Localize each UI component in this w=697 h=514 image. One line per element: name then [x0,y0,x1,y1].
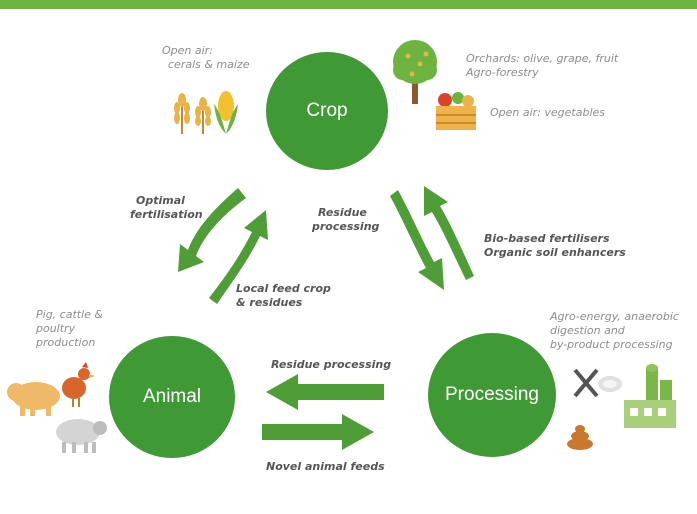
top-bar [0,0,697,9]
label-vegetables: Open air: vegetables [490,106,606,119]
flow-label-residue-processing: Residue processing [271,358,392,371]
biogas-plant-icon [624,364,676,428]
node-crop: Crop [266,52,388,170]
node-animal: Animal [109,336,235,458]
arrow-processing-to-animal [266,374,384,410]
node-processing: Processing [428,333,556,457]
arrow-animal-to-processing [262,414,374,450]
flow-label-novel-feeds: Novel animal feeds [266,460,385,473]
corn-icon [214,91,238,134]
arrow-processing-to-crop [424,186,474,280]
manure-icon [567,425,593,450]
flow-label-residue-crop: Residue processing [312,206,380,233]
vegetable-crate-icon [436,92,476,130]
plate-icon [598,376,622,392]
pig-icon [7,382,60,416]
flow-label-local-feed: Local feed crop & residues [236,282,331,309]
sheep-icon [56,419,107,453]
label-orchards: Orchards: olive, grape, fruit Agro-fores… [466,52,619,79]
label-open-air-cereals: Open air: cerals & maize [162,44,250,71]
node-animal-label: Animal [142,386,202,407]
node-processing-label: Processing [445,384,539,405]
flow-label-optimal-fertilisation: Optimal fertilisation [130,194,203,221]
node-crop-label: Crop [306,100,348,121]
wheat-icon [174,93,211,134]
arrow-animal-to-crop [209,210,268,304]
flow-label-biobased: Bio-based fertilisers Organic soil enhan… [484,232,626,259]
tree-icon [393,40,437,104]
fork-knife-icon [573,368,599,398]
chicken-icon [62,362,95,407]
label-agro-energy: Agro-energy, anaerobic digestion and by-… [550,310,679,351]
arrow-crop-to-animal [178,188,246,272]
arrow-crop-to-processing [390,190,444,290]
label-livestock: Pig, cattle & poultry production [36,308,103,349]
